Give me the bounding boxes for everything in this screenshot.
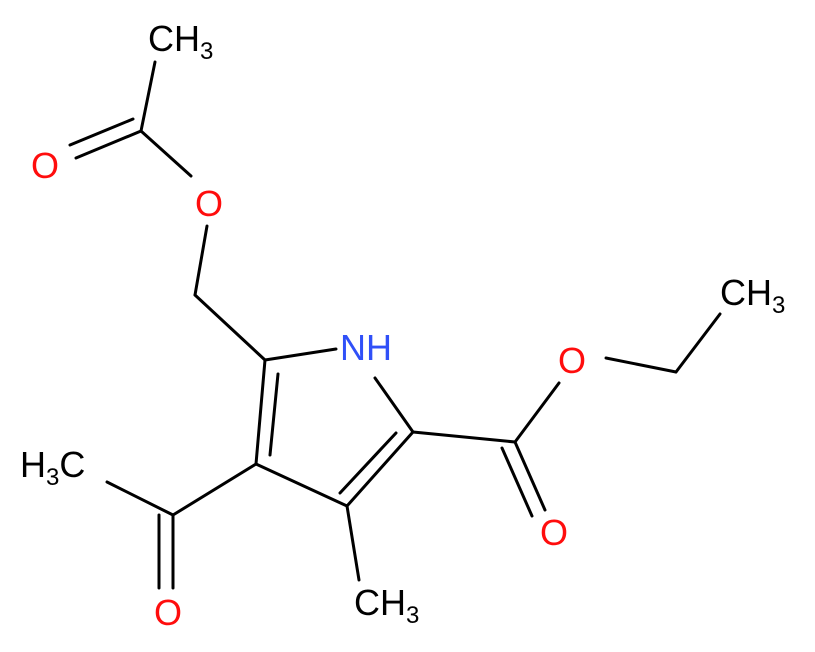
- atom-nh: NH: [340, 327, 392, 368]
- bond-n-c2: [373, 376, 415, 434]
- bond-c2-c3-inner: [338, 431, 398, 495]
- bond-o-ch2-ethyl: [604, 356, 678, 374]
- bond-cester-o-double-b: [500, 446, 534, 518]
- bond-c5-n: [263, 347, 338, 362]
- atom-h3c-acetyl: H3C: [20, 444, 85, 491]
- bond-cester-o: [513, 381, 561, 444]
- bond-ch2-ch3-ethyl: [674, 312, 722, 374]
- bond-co-double-acetoxy-a: [74, 129, 143, 160]
- bond-ch2-c5: [193, 293, 267, 362]
- atom-o-acetoxy-carbonyl: O: [31, 145, 59, 186]
- atom-o-carboxyl-carbonyl: O: [540, 512, 568, 553]
- atom-o-acetyl: O: [154, 592, 182, 633]
- bond-c4-c5-inner: [268, 372, 280, 457]
- atom-labels: CH3 O O NH O CH3 H3C O O CH3: [20, 18, 785, 633]
- bond-o-ch2: [193, 224, 209, 297]
- bond-c3-c4: [254, 462, 349, 508]
- bond-c2-c3: [345, 430, 415, 508]
- bond-cester-o-double-a: [513, 440, 547, 512]
- bond-c2-cester: [411, 430, 517, 444]
- atom-o-ethyl-ester: O: [558, 340, 586, 381]
- bond-c4-cacetyl: [171, 462, 258, 517]
- bond-c4-c5: [254, 358, 267, 466]
- atom-ch3-ethyl: CH3: [720, 272, 785, 319]
- atom-o-acetoxy-ester: O: [195, 183, 223, 224]
- bond-cacetyl-h3c: [105, 480, 175, 517]
- bond-c-o-acetoxy: [139, 129, 193, 178]
- bond-c3-ch3: [345, 504, 361, 582]
- bond-co-double-acetoxy-b: [68, 117, 135, 147]
- atom-ch3-ring: CH3: [354, 582, 419, 629]
- bond-ch3-c-acetoxy: [139, 60, 157, 133]
- atom-ch3-acetoxy: CH3: [148, 18, 213, 65]
- bonds: [68, 60, 722, 590]
